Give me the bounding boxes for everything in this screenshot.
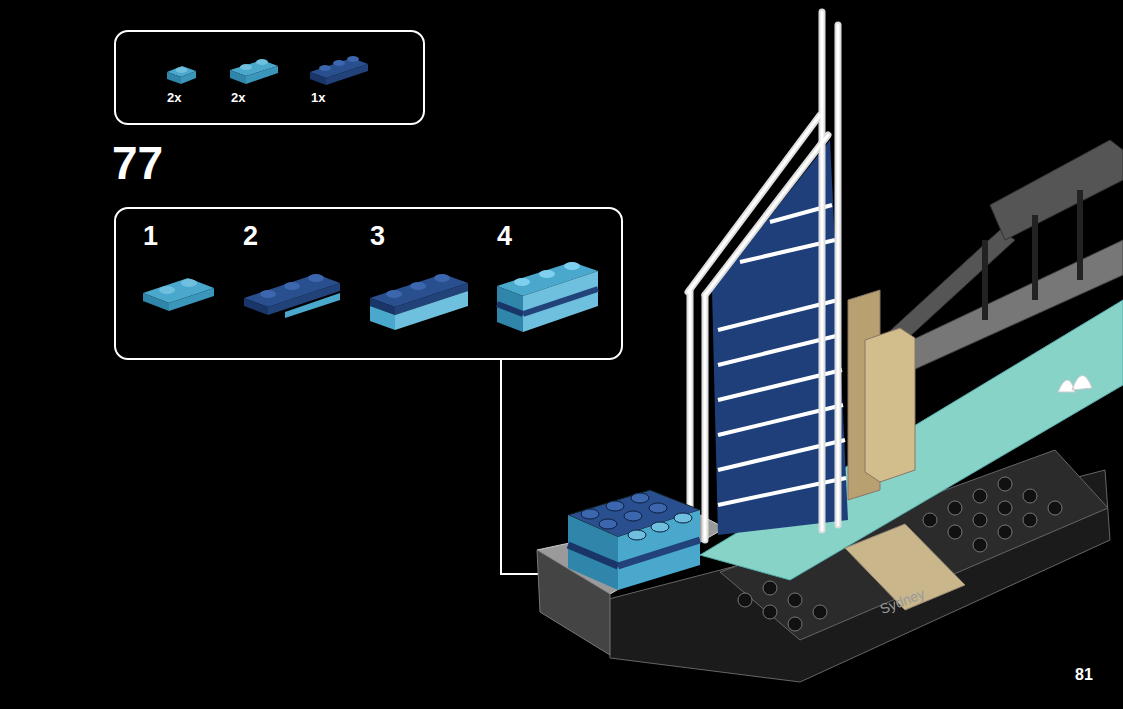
substep-number: 4: [497, 223, 512, 250]
step-number: 77: [112, 140, 163, 186]
parts-list-box: 2x 2x 1x: [114, 30, 425, 125]
page-number: 81: [1075, 667, 1093, 683]
placed-bricks: [568, 490, 700, 590]
quantity-label: 2x: [167, 91, 181, 104]
gold-tower: [848, 290, 915, 500]
leader-arrow: [501, 360, 572, 574]
substep-number: 2: [243, 223, 258, 250]
substep-number: 3: [370, 223, 385, 250]
quantity-label: 2x: [231, 91, 245, 104]
part-plate-1x2: [230, 59, 278, 84]
substep-1-bricks: [143, 278, 214, 311]
burj-tower: [688, 12, 848, 540]
substep-2-bricks: [244, 274, 340, 318]
quantity-label: 1x: [311, 91, 325, 104]
substep-4-bricks: [497, 262, 598, 332]
part-plate-1x1: [167, 66, 196, 84]
substep-box: 1 2 3 4: [114, 207, 623, 360]
part-plate-1x3: [310, 56, 368, 85]
substep-3-bricks: [370, 274, 468, 330]
substep-number: 1: [143, 223, 158, 250]
